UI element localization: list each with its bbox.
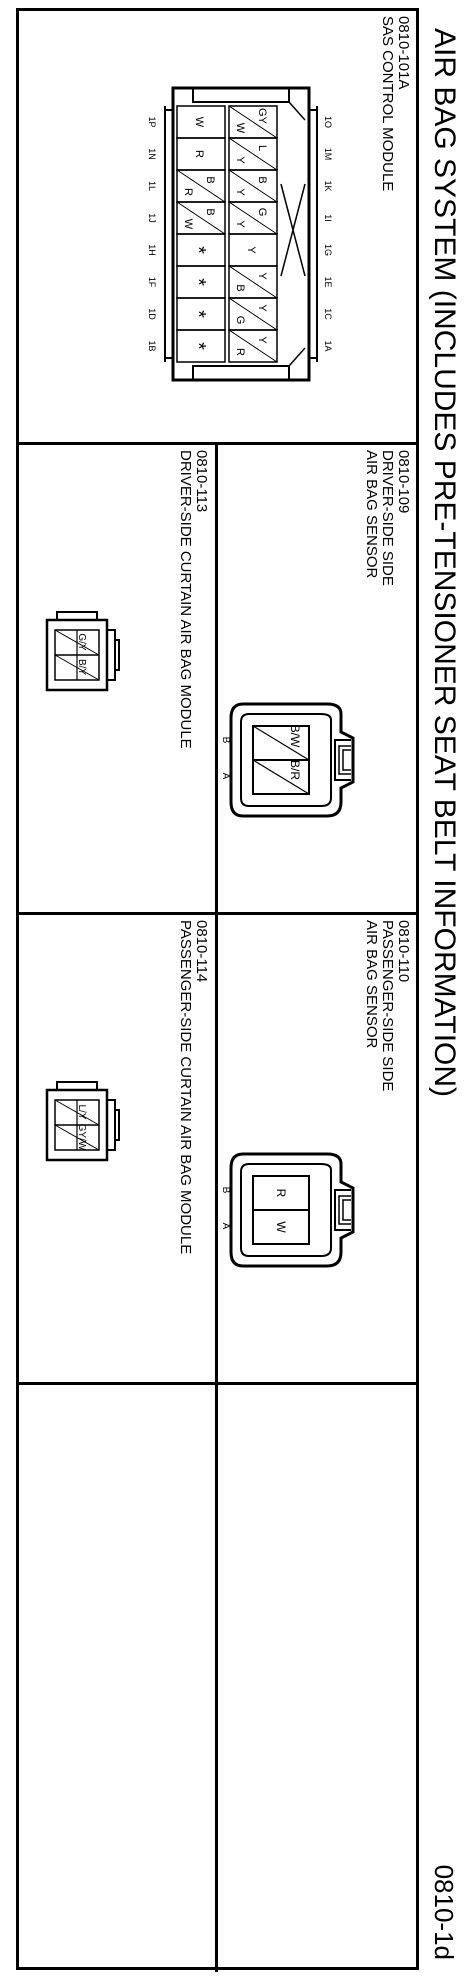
connector-name: DRIVER-SIDE CURTAIN AIR BAG MODULE xyxy=(177,450,194,749)
connector-code: 0810-110 xyxy=(395,920,412,983)
wire-color-label: G xyxy=(256,208,268,217)
wire-cell: B/W xyxy=(252,725,310,761)
wire-cell: BY xyxy=(228,169,278,203)
wire-color-label: G xyxy=(234,316,246,325)
wire-color-label: R xyxy=(193,150,205,158)
wire-color-label: R xyxy=(234,348,246,356)
wire-cell: GY W xyxy=(228,105,278,139)
wire-color-label: * xyxy=(187,246,209,254)
pin-label: 1J xyxy=(147,213,157,223)
pin-label: 1C xyxy=(323,308,333,320)
pin-label: 1I xyxy=(323,214,333,222)
wire-cell: YG xyxy=(228,297,278,331)
pin-label: 1E xyxy=(323,276,333,287)
wire-color-label: L/Y xyxy=(76,1104,87,1119)
table-divider xyxy=(215,442,218,1972)
wire-cell: B/Y xyxy=(54,654,100,681)
page-number: 0810-1d xyxy=(429,1864,459,1960)
connector-code: 0810-101A xyxy=(395,16,412,90)
page-title: AIR BAG SYSTEM (INCLUDES PRE-TENSIONER S… xyxy=(428,28,461,1098)
wire-color-label: Y xyxy=(234,220,246,228)
wire-color-label: Y xyxy=(234,156,246,164)
wire-color-label: G/Y xyxy=(76,633,87,651)
pin-label: A xyxy=(221,1223,231,1230)
wire-cell: BR xyxy=(176,169,226,203)
wire-color-label: GY/W xyxy=(76,1124,87,1151)
wire-color-label: B xyxy=(204,176,216,183)
pin-label: B xyxy=(221,1187,231,1194)
wire-cell: * xyxy=(176,265,226,299)
pin-label: 1D xyxy=(147,308,157,320)
wire-color-label: W xyxy=(193,117,205,128)
wire-cell: G/Y xyxy=(54,629,100,656)
connector-name-line: PASSENGER-SIDE SIDE xyxy=(379,920,396,1092)
wire-cell: YR xyxy=(228,329,278,363)
wire-cell: R xyxy=(176,137,226,171)
connector-code: 0810-113 xyxy=(193,450,210,513)
wire-cell: L/Y xyxy=(54,1099,100,1126)
connector-code: 0810-109 xyxy=(395,450,412,514)
wire-cell: * xyxy=(176,233,226,267)
pin-label: 1K xyxy=(323,180,333,191)
connector-name: PASSENGER-SIDE CURTAIN AIR BAG MODULE xyxy=(177,920,194,1255)
connector-name-line: AIR BAG SENSOR xyxy=(363,450,380,579)
wire-color-label: Y xyxy=(256,336,268,344)
wire-color-label: Y xyxy=(256,272,268,280)
wire-color-label: L xyxy=(256,145,268,151)
pin-label: 1H xyxy=(147,244,157,256)
wire-color-label: Y xyxy=(245,246,257,254)
pin-label: 1N xyxy=(147,148,157,160)
wire-color-label: W xyxy=(234,123,246,134)
wire-color-label: W xyxy=(182,219,194,230)
wire-color-label: W xyxy=(274,1221,288,1233)
wire-cell: LY xyxy=(228,137,278,171)
wire-color-label: * xyxy=(187,310,209,318)
wire-cell: GY/W xyxy=(54,1124,100,1151)
wire-color-label: R xyxy=(182,188,194,196)
connector-name-line: DRIVER-SIDE SIDE xyxy=(379,450,396,586)
passenger-sensor-connector-diagram: R W B A xyxy=(221,1152,355,1268)
wire-color-label: B xyxy=(256,176,268,183)
connector-name-line: AIR BAG SENSOR xyxy=(363,920,380,1049)
wire-color-label: Y xyxy=(234,188,246,196)
pin-label: 1M xyxy=(323,148,333,161)
wire-cell: B/R xyxy=(252,759,310,795)
pin-label: 1L xyxy=(147,181,157,191)
wire-color-label: B/W xyxy=(288,725,302,748)
wire-color-label: Y xyxy=(256,304,268,312)
wire-cell: Y xyxy=(228,233,278,267)
pin-label: 1G xyxy=(323,244,333,256)
wire-cell: YB xyxy=(228,265,278,299)
wire-cell: BW xyxy=(176,201,226,235)
pin-label: 1F xyxy=(147,277,157,288)
connector-name: SAS CONTROL MODULE xyxy=(379,16,396,192)
pin-label: 1P xyxy=(147,116,157,127)
wire-color-label: * xyxy=(187,278,209,286)
pin-label: 1A xyxy=(323,340,333,351)
passenger-curtain-connector-diagram: L/Y GY/W xyxy=(45,1081,120,1162)
pin-label: 1B xyxy=(147,340,157,351)
pin-label: 1O xyxy=(323,116,333,128)
wire-cell: GY xyxy=(228,201,278,235)
wire-color-label: B xyxy=(204,208,216,215)
driver-sensor-connector-diagram: B/W B/R B A xyxy=(221,702,355,818)
driver-curtain-connector-diagram: G/Y B/Y xyxy=(45,611,120,692)
wire-color-label: R xyxy=(274,1189,288,1198)
wire-color-label: B/Y xyxy=(76,659,87,675)
wire-cell: * xyxy=(176,329,226,363)
wire-cell: * xyxy=(176,297,226,331)
wire-color-label: B xyxy=(234,284,246,291)
wire-color-label: * xyxy=(187,342,209,350)
wire-cell: W xyxy=(176,105,226,139)
pin-label: A xyxy=(221,773,231,780)
connector-code: 0810-114 xyxy=(193,920,210,983)
pin-label: B xyxy=(221,737,231,744)
wire-color-label: B/R xyxy=(288,760,302,780)
wire-color-label: GY xyxy=(256,108,268,125)
